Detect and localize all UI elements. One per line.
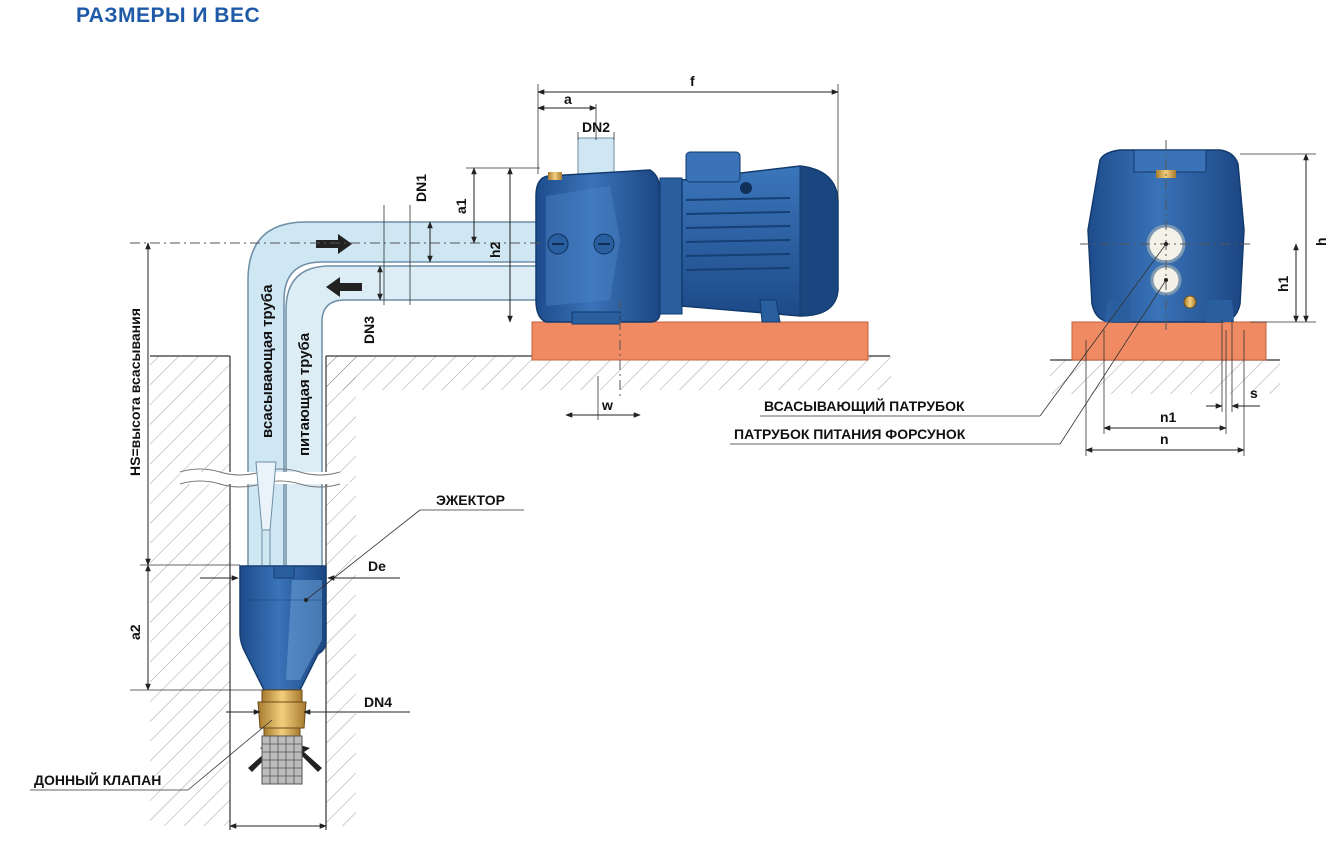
suction-pipe-label: всасывающая труба [259,284,276,438]
ejector-label: ЭЖЕКТОР [436,492,505,508]
foot-valve [257,689,307,785]
feed-pipe [285,265,541,571]
dim-f-label: f [690,73,695,89]
dim-s-label: s [1250,385,1258,401]
dim-de-label: De [368,558,386,574]
pump-unit [535,137,839,325]
dim-h-label: h [1313,237,1329,246]
nozzle-port-label: ПАТРУБОК ПИТАНИЯ ФОРСУНОК [734,426,966,442]
dim-hs-label: HS=высота всасывания [127,308,143,476]
suction-port-label: ВСАСЫВАЮЩИЙ ПАТРУБОК [764,397,965,414]
dim-dn3-label: DN3 [361,316,377,344]
foot-valve-label: ДОННЫЙ КЛАПАН [34,771,161,788]
page-title: РАЗМЕРЫ И ВЕС [76,4,261,27]
dim-dn4-label: DN4 [364,694,392,710]
dim-dn1-label: DN1 [413,174,429,202]
feed-pipe-label: питающая труба [296,332,313,456]
venturi-nozzle [255,461,277,565]
dim-w-label: w [601,397,613,413]
ejector [239,565,327,691]
dim-dn2-label: DN2 [582,119,610,135]
callout-leaders [30,242,1168,791]
base-plate [531,321,869,361]
base-plate-side [1071,321,1267,361]
dim-n-label: n [1160,431,1169,447]
dimension-lines [130,84,1316,829]
dim-n1-label: n1 [1160,409,1177,425]
dim-h2-label: h2 [487,241,503,258]
dim-a2-label: a2 [127,624,143,640]
dim-h1-label: h1 [1275,275,1291,292]
dim-a1-label: a1 [453,198,469,214]
dim-a-label: a [564,91,572,107]
